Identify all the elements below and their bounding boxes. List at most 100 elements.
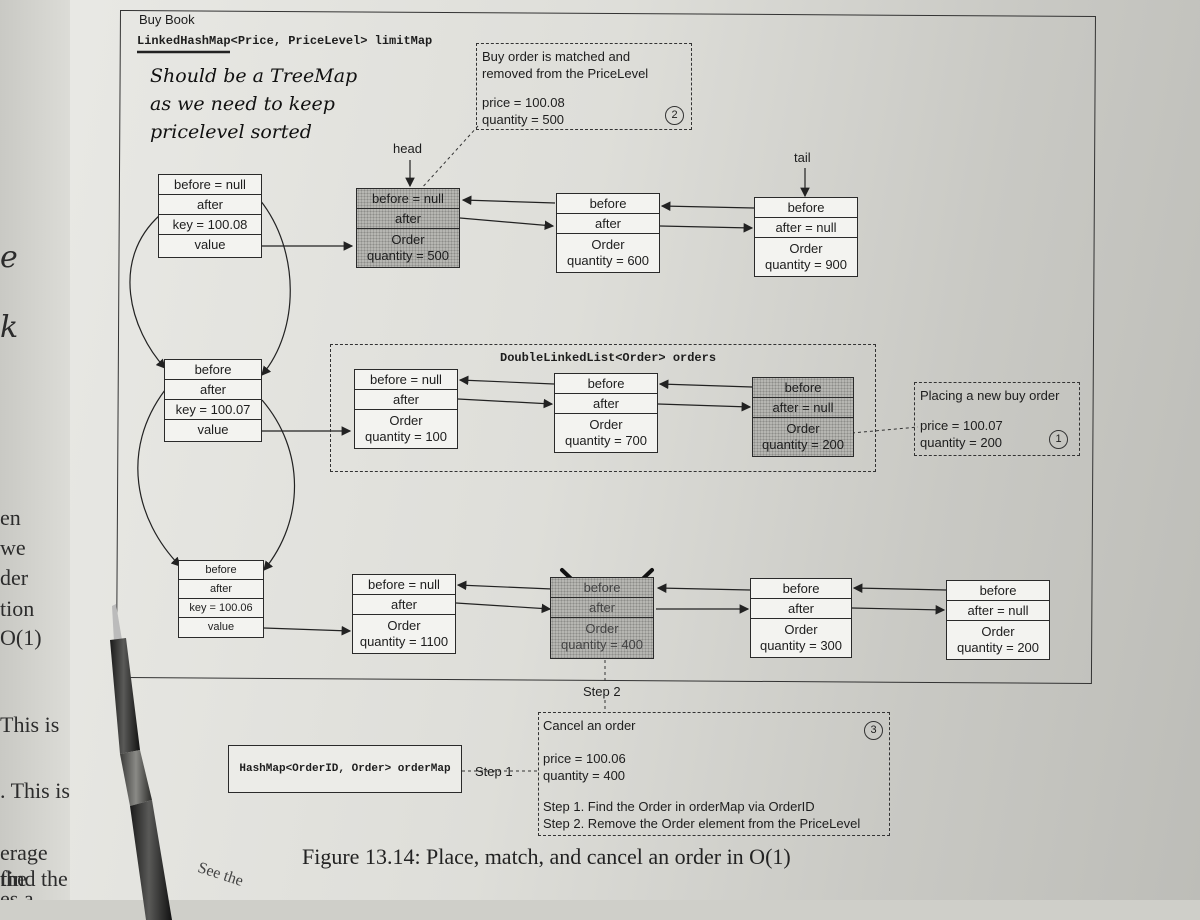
margin-fragment: e — [0, 240, 18, 275]
order-title: Order — [391, 232, 425, 247]
note-line: Buy order is matched and — [482, 49, 631, 64]
map-entry-100-07: before after key = 100.07 value — [164, 359, 262, 442]
order-after: after = null — [753, 398, 853, 418]
note-title: Cancel an order — [543, 718, 636, 733]
entry-after: after — [179, 580, 263, 599]
margin-fragment: tion — [0, 596, 35, 621]
order-title: Order — [387, 618, 421, 633]
step2-label: Step 2 — [583, 684, 621, 699]
order-before: before = null — [357, 189, 459, 209]
tail-label: tail — [794, 150, 811, 165]
order-quantity: quantity = 700 — [564, 433, 648, 448]
margin-fragment: k — [0, 310, 19, 345]
order-after: after — [555, 394, 657, 414]
handwritten-line: as we need to keep — [150, 93, 335, 115]
note-price: price = 100.07 — [920, 418, 1003, 433]
order-before: before = null — [353, 575, 455, 595]
margin-fragment: O(1) — [0, 625, 42, 650]
new-order-note: Placing a new buy order price = 100.07 q… — [914, 382, 1080, 456]
order-title: Order — [389, 413, 423, 428]
step1-label: Step 1 — [475, 764, 513, 779]
frame-title: Buy Book — [139, 12, 195, 27]
note-step2: Step 2. Remove the Order element from th… — [543, 816, 861, 831]
orders-list-label: DoubleLinkedList<Order> orders — [500, 351, 717, 365]
handwritten-line: pricelevel sorted — [150, 121, 312, 143]
note-price: price = 100.06 — [543, 751, 626, 766]
order-after: after — [357, 209, 459, 229]
order-before: before — [753, 378, 853, 398]
order-title: Order — [981, 624, 1015, 639]
note-quantity: quantity = 200 — [920, 435, 1003, 450]
step-number-badge: 3 — [864, 721, 883, 740]
order-title: Order — [585, 621, 619, 636]
margin-fragment: we — [0, 535, 26, 560]
step-number-badge: 2 — [665, 106, 684, 125]
order-quantity: quantity = 400 — [560, 637, 644, 652]
note-quantity: quantity = 500 — [482, 112, 565, 127]
order-map-box: HashMap<OrderID, Order> orderMap — [228, 745, 462, 793]
order-title: Order — [591, 237, 625, 252]
entry-value: value — [207, 621, 235, 633]
note-title: Placing a new buy order — [920, 388, 1060, 403]
order-after: after — [551, 598, 653, 618]
figure-caption: Figure 13.14: Place, match, and cancel a… — [302, 844, 791, 869]
margin-fragment: erage the — [0, 840, 48, 891]
handwritten-note: Should be a TreeMap as we need to keep p… — [150, 62, 357, 146]
step-number-badge: 1 — [1049, 430, 1068, 449]
order-quantity: quantity = 1100 — [359, 634, 449, 649]
order-before: before — [557, 194, 659, 214]
entry-key: key = 100.07 — [165, 400, 261, 420]
order-before: before — [751, 579, 851, 599]
order-quantity: quantity = 600 — [566, 253, 650, 268]
handwritten-line: Should be a TreeMap — [150, 65, 358, 87]
order-title: Order — [789, 241, 823, 256]
margin-fragment: This is — [0, 712, 60, 737]
entry-after: after — [165, 380, 261, 400]
limitmap-label: LinkedHashMap<Price, PriceLevel> limitMa… — [137, 34, 433, 48]
pen-icon — [110, 604, 172, 920]
price-level-list-container — [330, 344, 876, 472]
order-before: before — [555, 374, 657, 394]
order-after: after — [751, 599, 851, 619]
order-title: Order — [786, 421, 820, 436]
note-line: removed from the PriceLevel — [482, 66, 649, 81]
entry-after: after — [159, 195, 261, 215]
match-note: Buy order is matched and removed from th… — [476, 43, 692, 130]
map-entry-100-06: before after key = 100.06 value — [178, 560, 264, 638]
order-after: after — [353, 595, 455, 615]
order-before: before = null — [355, 370, 457, 390]
order-quantity: quantity = 900 — [764, 257, 848, 272]
order-after: after — [355, 390, 457, 410]
cancel-order-note: Cancel an order price = 100.06 quantity … — [538, 712, 890, 836]
order-before: before — [755, 198, 857, 218]
order-map-label: HashMap<OrderID, Order> orderMap — [239, 763, 451, 775]
order-before: before — [551, 578, 653, 598]
entry-before: before — [165, 360, 261, 380]
margin-fragment: find the — [0, 866, 68, 891]
head-label: head — [393, 141, 422, 156]
margin-fragment: . This is — [0, 778, 70, 803]
entry-key: key = 100.06 — [179, 599, 263, 618]
order-quantity: quantity = 100 — [364, 429, 448, 444]
entry-value: value — [194, 237, 226, 252]
note-quantity: quantity = 400 — [543, 768, 626, 783]
order-quantity: quantity = 200 — [761, 437, 845, 452]
margin-fragment: der — [0, 565, 29, 590]
entry-key: key = 100.08 — [159, 215, 261, 235]
